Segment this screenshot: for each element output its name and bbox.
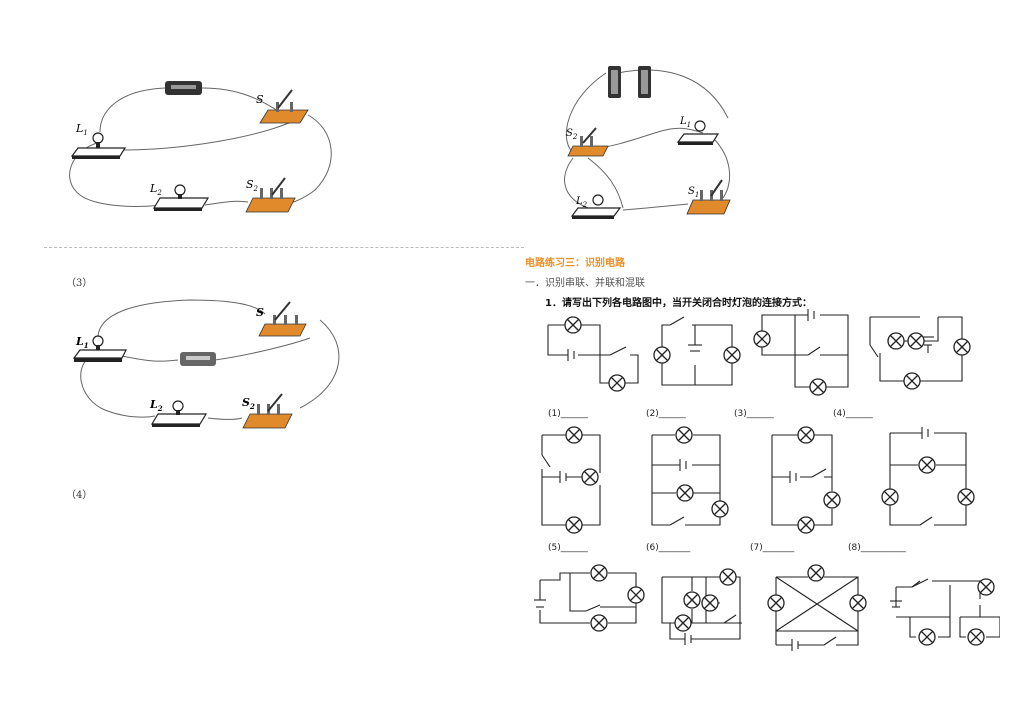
circuit-4: [869, 316, 963, 382]
circuit-7: [771, 434, 833, 526]
blank-5: (5)______: [548, 543, 588, 553]
blank-4: (4)______: [833, 409, 873, 419]
subsection-title: 一．识别串联、并联和混联: [525, 278, 645, 289]
circuit-9: [534, 572, 637, 624]
fig2-l2-label: L2: [149, 398, 163, 413]
blank-3: (3)______: [734, 409, 774, 419]
blank-6: (6)_______: [646, 543, 691, 553]
blank-8: (8)__________: [848, 543, 906, 553]
circuit-2: [661, 316, 733, 386]
fig1-s2-label: S2: [246, 178, 259, 193]
circuit-5: [541, 434, 601, 526]
circuit-8: [889, 427, 967, 526]
physical-circuit-figure-3: S2 L1 L2 S1: [564, 66, 731, 219]
section-title: 电路练习三：识别电路: [525, 258, 625, 269]
question-1: 1．请写出下列各电路图中，当开关闭合时灯泡的连接方式：: [545, 298, 812, 309]
fig2-s-label: S: [256, 306, 264, 319]
fig3-l2-label: L2: [575, 196, 588, 209]
circuit-1: [547, 324, 639, 384]
fig3-l1-label: L1: [679, 116, 691, 129]
fig2-s2-label: S2: [242, 396, 255, 411]
blank-2: (2)______: [646, 409, 686, 419]
circuit-6: [651, 434, 721, 526]
fig1-l1-label: L1: [75, 122, 88, 137]
circuit-3: [761, 309, 849, 388]
schematic-diagrams: [534, 309, 1000, 651]
fig1-s-label: S: [256, 93, 264, 106]
blank-1: (1)______: [548, 409, 588, 419]
label-3: （3）: [66, 278, 93, 289]
section-divider: [44, 247, 524, 248]
fig1-l2-label: L2: [149, 182, 162, 197]
fig3-s2-label: S2: [566, 128, 578, 141]
fig2-l1-label: L1: [75, 335, 89, 350]
physical-circuit-figure-1: L1 S L2 S2: [69, 81, 332, 213]
blank-7: (7)_______: [750, 543, 795, 553]
fig3-s1-label: S1: [688, 186, 699, 199]
circuit-11: [775, 576, 859, 651]
physical-circuit-figure-2: L1 S L2 S2: [72, 299, 340, 429]
circuit-10: [661, 576, 742, 645]
label-4: （4）: [66, 490, 93, 501]
